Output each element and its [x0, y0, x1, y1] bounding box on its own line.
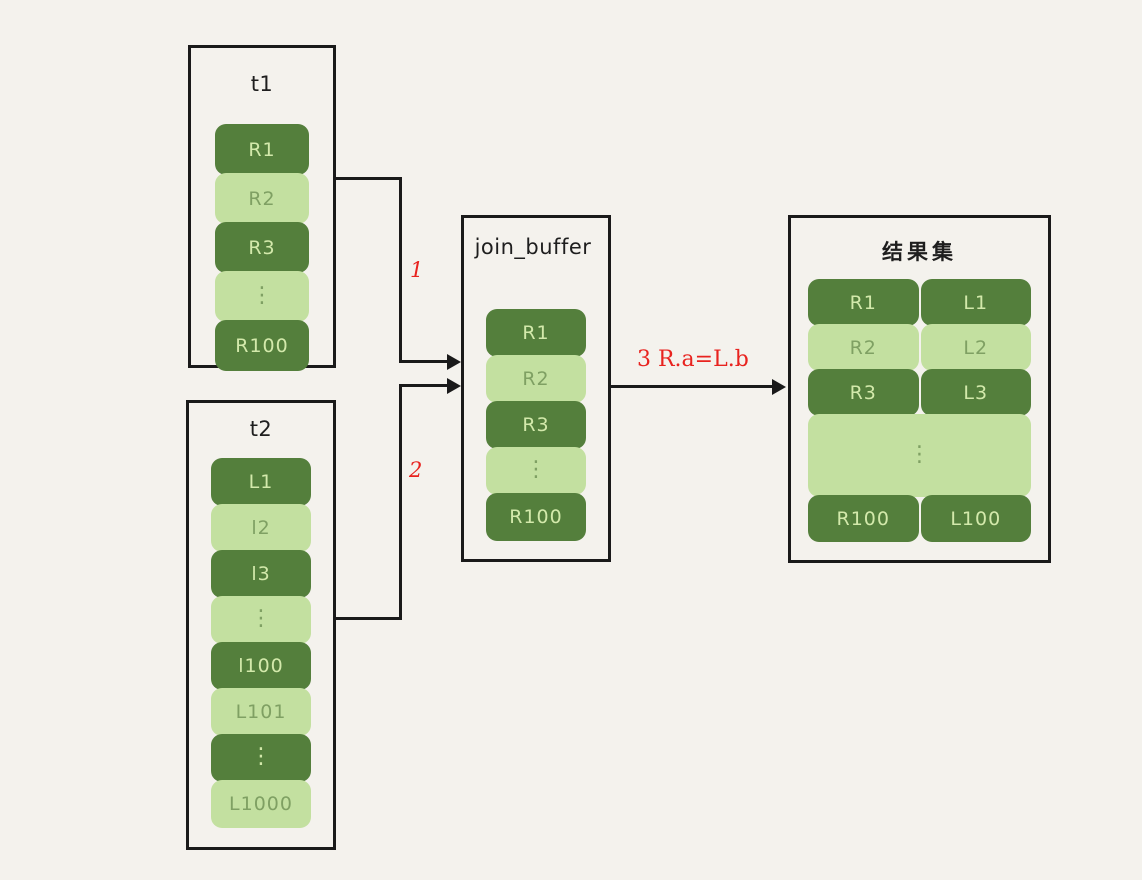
- record-label: R1: [248, 138, 276, 161]
- connector-t2-horizontal-in: [399, 384, 451, 387]
- connector-t1-horizontal-out: [336, 177, 402, 180]
- result-cell-left: R1: [808, 279, 919, 326]
- connector-t1-vertical: [399, 177, 402, 363]
- record-label: L1000: [229, 793, 293, 815]
- record-label: R100: [235, 334, 289, 357]
- record-block-ellipsis: ⋮: [486, 447, 586, 495]
- record-block: R1: [215, 124, 309, 175]
- result-cell-right: L2: [920, 324, 1031, 371]
- record-block: L1: [211, 458, 311, 506]
- record-block: l2: [211, 504, 311, 552]
- step-label-1: 1: [410, 258, 424, 282]
- record-block: l3: [211, 550, 311, 598]
- record-label: R100: [509, 506, 563, 528]
- record-block: R100: [215, 320, 309, 371]
- table-box-t2: t2 L1 l2 l3 ⋮ l100 L101 ⋮: [186, 400, 336, 850]
- ellipsis-icon: ⋮: [908, 441, 931, 467]
- ellipsis-icon: ⋮: [250, 606, 272, 632]
- result-cell-right: L100: [920, 495, 1031, 542]
- record-label: L1: [963, 291, 989, 314]
- result-cell-right: L3: [920, 369, 1031, 416]
- result-row: R2 L2: [808, 324, 1031, 371]
- record-label: L2: [963, 336, 989, 359]
- connector-t2-vertical: [399, 384, 402, 620]
- connector-join-buffer-to-result: [611, 385, 775, 388]
- record-label: l100: [238, 655, 284, 677]
- table-title-t1: t1: [250, 72, 274, 96]
- step-label-2: 2: [409, 458, 423, 482]
- table-title-t2: t2: [249, 417, 273, 441]
- join-condition-label: 3 R.a=L.b: [637, 347, 749, 372]
- table-rows-t1: R1 R2 R3 ⋮ R100: [191, 124, 333, 371]
- record-block-ellipsis: ⋮: [215, 271, 309, 322]
- record-block: R2: [486, 355, 586, 403]
- arrowhead-t2-to-join-buffer: [447, 378, 461, 394]
- arrowhead-join-buffer-to-result: [772, 379, 786, 395]
- record-block: L1000: [211, 780, 311, 828]
- record-label: R3: [849, 381, 877, 404]
- record-label: R2: [248, 187, 276, 210]
- result-row-ellipsis: ⋮: [808, 414, 1031, 497]
- record-block-ellipsis: ⋮: [211, 734, 311, 782]
- ellipsis-icon: ⋮: [525, 457, 547, 483]
- result-cell-left: R2: [808, 324, 919, 371]
- record-label: R3: [248, 236, 276, 259]
- record-block: R3: [215, 222, 309, 273]
- result-cell-left: R3: [808, 369, 919, 416]
- ellipsis-icon: ⋮: [250, 744, 272, 770]
- result-cell-left: R100: [808, 495, 919, 542]
- record-label: L101: [235, 701, 287, 723]
- record-label: L3: [963, 381, 989, 404]
- result-cell-right: L1: [920, 279, 1031, 326]
- record-block: L101: [211, 688, 311, 736]
- result-row: R3 L3: [808, 369, 1031, 416]
- result-cell-merged: ⋮: [808, 414, 1031, 497]
- connector-t2-horizontal-out: [336, 617, 402, 620]
- record-label: l3: [251, 563, 271, 585]
- join-buffer-title: join_buffer: [474, 235, 592, 259]
- record-label: R2: [522, 368, 550, 390]
- record-label: L100: [950, 507, 1002, 530]
- record-label: R1: [849, 291, 877, 314]
- record-label: R1: [522, 322, 550, 344]
- table-box-t1: t1 R1 R2 R3 ⋮ R100: [188, 45, 336, 371]
- record-label: R100: [836, 507, 890, 530]
- table-rows-t2: L1 l2 l3 ⋮ l100 L101 ⋮ L1000: [189, 458, 333, 828]
- record-label: R3: [522, 414, 550, 436]
- result-set-rows: R1 L1 R2 L2 R3 L3: [791, 279, 1048, 542]
- arrowhead-t1-to-join-buffer: [447, 354, 461, 370]
- result-set-title: 结果集: [882, 240, 957, 264]
- record-block: R3: [486, 401, 586, 449]
- record-block: R1: [486, 309, 586, 357]
- connector-t1-horizontal-in: [399, 360, 451, 363]
- join-buffer-box: join_buffer R1 R2 R3 ⋮ R100: [461, 215, 611, 562]
- result-row: R1 L1: [808, 279, 1031, 326]
- record-block: l100: [211, 642, 311, 690]
- result-set-box: 结果集 R1 L1 R2 L2 R3: [788, 215, 1051, 563]
- record-block: R2: [215, 173, 309, 224]
- record-block: R100: [486, 493, 586, 541]
- join-buffer-rows: R1 R2 R3 ⋮ R100: [464, 309, 608, 541]
- record-label: R2: [849, 336, 877, 359]
- record-label: l2: [251, 517, 271, 539]
- record-block-ellipsis: ⋮: [211, 596, 311, 644]
- ellipsis-icon: ⋮: [251, 282, 273, 308]
- result-row: R100 L100: [808, 495, 1031, 542]
- record-label: L1: [248, 471, 274, 493]
